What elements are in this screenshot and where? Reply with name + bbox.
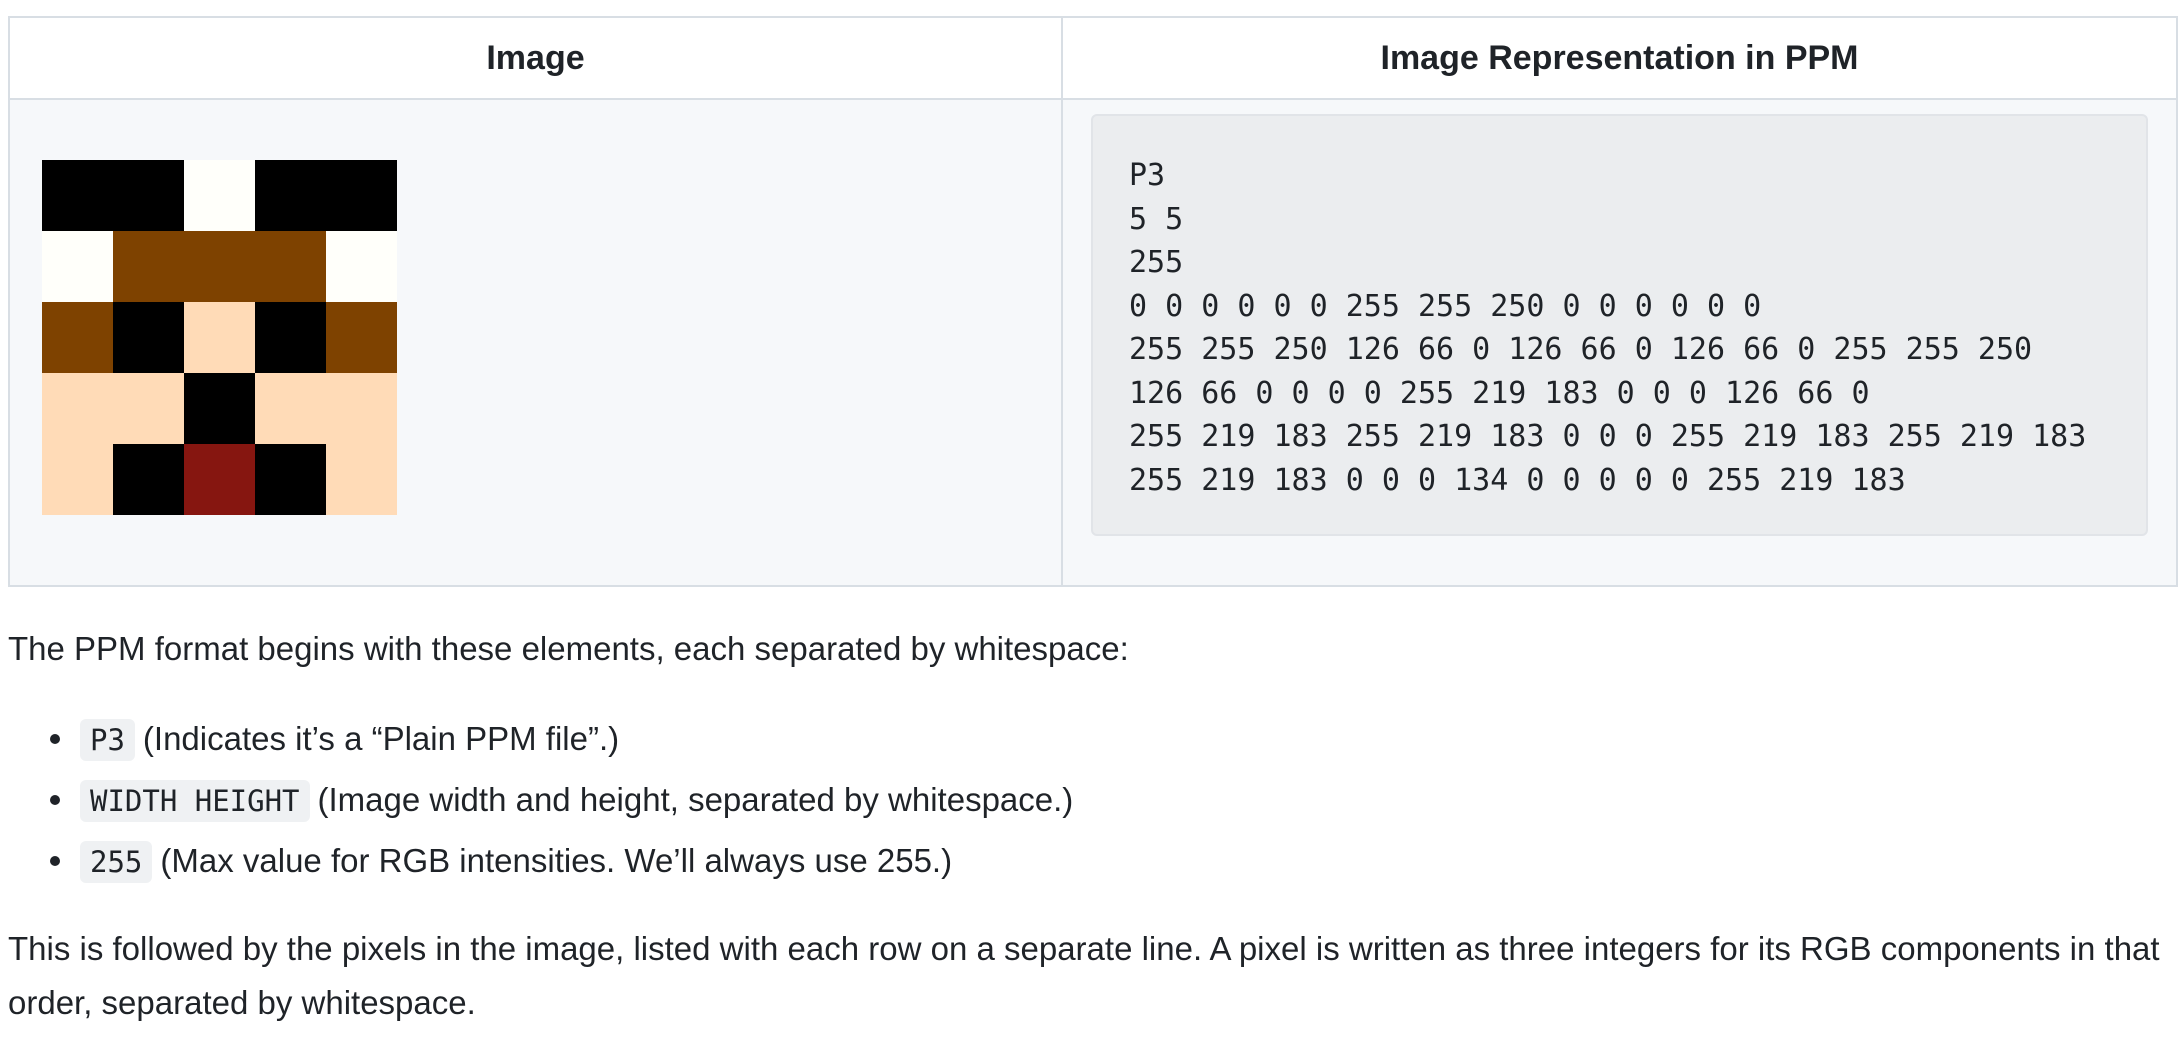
intro-paragraph: The PPM format begins with these element… xyxy=(8,630,1129,667)
pixel xyxy=(255,302,326,373)
pixel xyxy=(255,160,326,231)
pixel xyxy=(255,231,326,302)
header-ppm-representation: Image Representation in PPM xyxy=(1061,16,2178,100)
table-row: P3 5 5 255 0 0 0 0 0 0 255 255 250 0 0 0 0 … xyxy=(8,98,2178,587)
pixel xyxy=(255,444,326,515)
pixel xyxy=(326,231,397,302)
pixel xyxy=(326,160,397,231)
pixel xyxy=(113,373,184,444)
pixel xyxy=(113,160,184,231)
pixel xyxy=(113,231,184,302)
list-item: WIDTH HEIGHT(Image width and height, sep… xyxy=(8,769,1073,830)
pixel xyxy=(326,302,397,373)
list-item-text: (Image width and height, separated by wh… xyxy=(317,781,1074,818)
pixel xyxy=(42,302,113,373)
pixel-art-image xyxy=(42,160,397,515)
pixel xyxy=(42,231,113,302)
ppm-example-table: Image Image Representation in PPM P3 5 5 2… xyxy=(8,16,2178,587)
inline-code: 255 xyxy=(80,841,153,883)
pixel xyxy=(326,373,397,444)
ppm-code-block: P3 5 5 255 0 0 0 0 0 0 255 255 250 0 0 0 0 … xyxy=(1091,114,2148,536)
image-cell xyxy=(8,98,1063,587)
code-line: 255 255 250 126 66 0 126 66 0 126 66 0 2… xyxy=(1129,332,2033,367)
pixel xyxy=(113,444,184,515)
ppm-code-cell: P3 5 5 255 0 0 0 0 0 0 255 255 250 0 0 0 0 … xyxy=(1061,98,2178,587)
pixel xyxy=(255,373,326,444)
pixel xyxy=(184,373,255,444)
code-line: P3 xyxy=(1129,158,1166,193)
pixel xyxy=(42,160,113,231)
code-line: 255 219 183 255 219 183 0 0 0 255 219 18… xyxy=(1129,419,2087,454)
code-line: 255 219 183 0 0 0 134 0 0 0 0 0 255 219 … xyxy=(1129,462,1906,498)
ppm-header-elements-list: P3(Indicates it’s a “Plain PPM file”.) W… xyxy=(8,708,1073,891)
inline-code: P3 xyxy=(80,719,135,761)
code-line: 255 xyxy=(1129,245,1184,280)
list-item-text: (Max value for RGB intensities. We’ll al… xyxy=(160,842,953,879)
list-item: P3(Indicates it’s a “Plain PPM file”.) xyxy=(8,708,1073,769)
pixel xyxy=(184,160,255,231)
pixel xyxy=(184,302,255,373)
code-line: 5 5 xyxy=(1129,201,1184,237)
pixel xyxy=(184,231,255,302)
inline-code: WIDTH HEIGHT xyxy=(80,780,310,822)
code-line: 126 66 0 0 0 0 255 219 183 0 0 0 126 66 … xyxy=(1129,375,1870,411)
pixel xyxy=(113,302,184,373)
pixel xyxy=(42,373,113,444)
table-header-row: Image Image Representation in PPM xyxy=(8,16,2178,100)
pixel xyxy=(326,444,397,515)
header-image: Image xyxy=(8,16,1063,100)
closing-paragraph: This is followed by the pixels in the im… xyxy=(8,930,2160,1021)
list-item: 255(Max value for RGB intensities. We’ll… xyxy=(8,830,1073,891)
code-line: 0 0 0 0 0 0 255 255 250 0 0 0 0 0 0 xyxy=(1129,288,1762,324)
pixel xyxy=(42,444,113,515)
pixel xyxy=(184,444,255,515)
list-item-text: (Indicates it’s a “Plain PPM file”.) xyxy=(142,720,620,757)
